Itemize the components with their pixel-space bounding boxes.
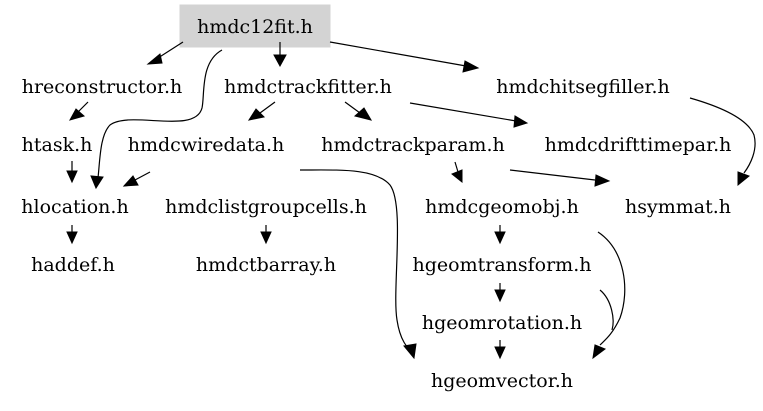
edge-hmdchitsegfiller-hsymmat	[689, 97, 756, 174]
edge-hmdctrackparam-hmdcgeomobj	[454, 161, 459, 173]
arrowhead	[494, 231, 506, 245]
node-hreconstructor[interactable]: hreconstructor.h	[22, 76, 183, 98]
arrowhead	[68, 108, 86, 121]
edge-hreconstructor-htask	[77, 101, 89, 113]
arrowhead	[494, 289, 506, 303]
arrowhead	[594, 174, 611, 187]
arrowhead	[592, 344, 607, 360]
edges	[71, 41, 756, 349]
arrowhead	[247, 108, 266, 121]
edge-hgeomtransform-hgeomvector	[599, 289, 614, 331]
root-node-box	[179, 4, 331, 48]
arrowhead	[273, 54, 287, 68]
arrowhead	[146, 53, 163, 65]
arrowhead	[403, 343, 417, 360]
arrowhead	[260, 231, 272, 245]
edge-hmdc12fit-hreconstructor	[157, 41, 184, 59]
arrowhead	[513, 115, 529, 128]
edge-hmdcwiredata-hlocation	[134, 171, 151, 181]
node-hsymmat[interactable]: hsymmat.h	[625, 196, 731, 218]
node-hgeomrotation[interactable]: hgeomrotation.h	[422, 312, 582, 334]
arrowhead	[66, 231, 78, 245]
node-hmdchitsegfiller[interactable]: hmdchitsegfiller.h	[496, 76, 670, 98]
node-hmdctrackfitter[interactable]: hmdctrackfitter.h	[224, 76, 392, 98]
node-hmdcdrifttimepar[interactable]: hmdcdrifttimepar.h	[545, 134, 732, 156]
node-hgeomvector[interactable]: hgeomvector.h	[431, 370, 573, 392]
arrowhead	[737, 171, 750, 187]
edge-hmdcgeomobj-hgeomvector	[597, 231, 626, 346]
nodes: hmdc12fit.h hreconstructor.h hmdctrackfi…	[21, 16, 731, 392]
arrowhead	[494, 346, 506, 360]
node-haddef[interactable]: haddef.h	[31, 254, 115, 276]
edge-hmdctrackparam-hsymmat	[509, 169, 596, 181]
arrowhead	[353, 107, 373, 121]
arrowhead	[90, 175, 104, 190]
node-hmdclistgroupcells[interactable]: hmdclistgroupcells.h	[165, 196, 367, 218]
arrowhead	[462, 60, 480, 73]
node-hmdcgeomobj[interactable]: hmdcgeomobj.h	[425, 196, 579, 218]
node-hmdcwiredata[interactable]: hmdcwiredata.h	[128, 134, 284, 156]
node-hgeomtransform[interactable]: hgeomtransform.h	[413, 254, 592, 276]
edge-hmdctrackfitter-hmdctrackparam	[344, 101, 361, 114]
edge-hmdc12fit-hlocation	[97, 49, 223, 179]
edge-hmdctrackfitter-hmdcdrifttimepar	[409, 102, 517, 122]
edge-hmdcwiredata-hgeomvector	[299, 169, 412, 349]
node-hmdctbarray[interactable]: hmdctbarray.h	[196, 254, 336, 276]
node-hmdc12fit[interactable]: hmdc12fit.h	[197, 16, 313, 38]
node-hmdctrackparam[interactable]: hmdctrackparam.h	[321, 134, 504, 156]
arrowheads	[66, 53, 750, 360]
arrowhead	[66, 170, 78, 184]
node-htask[interactable]: htask.h	[22, 134, 93, 156]
arrowhead	[122, 175, 139, 187]
arrowhead	[451, 169, 463, 184]
node-hlocation[interactable]: hlocation.h	[21, 196, 128, 218]
edge-hmdctrackfitter-hmdcwiredata	[259, 101, 276, 114]
edge-hmdc12fit-hmdchitsegfiller	[329, 41, 467, 67]
